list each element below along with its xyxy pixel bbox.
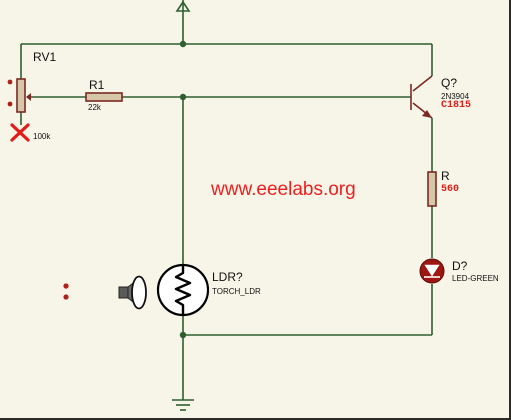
transistor-q[interactable]: [410, 75, 433, 119]
transistor-reference-label: Q?: [441, 76, 458, 90]
wires: [20, 0, 433, 400]
rv1-value-label: 100k: [33, 132, 51, 141]
resistor-r1[interactable]: [85, 92, 123, 102]
r-value-label: 560: [441, 184, 460, 195]
r-reference-label: R: [441, 169, 450, 183]
website-watermark: www.eeelabs.org: [211, 179, 356, 200]
led-d[interactable]: [419, 258, 445, 284]
transistor-alt-value-label: C1815: [441, 100, 472, 111]
potentiometer-rv1[interactable]: [7, 78, 31, 113]
rv1-reference-label: RV1: [33, 50, 57, 64]
unconnected-pin-cross-icon: [10, 123, 30, 142]
led-reference-label: D?: [452, 259, 468, 273]
ldr-value-label: TORCH_LDR: [212, 287, 261, 296]
stray-pin-dots: [63, 283, 69, 300]
led-value-label: LED-GREEN: [452, 274, 499, 283]
ground-icon: [172, 399, 194, 411]
junction-dots: [179, 40, 187, 339]
ldr-reference-label: LDR?: [212, 270, 243, 284]
resistor-r[interactable]: [427, 171, 437, 207]
r1-value-label: 22k: [88, 103, 101, 112]
r1-reference-label: R1: [89, 78, 105, 92]
transistor-value-label: 2N3904: [441, 92, 470, 101]
ldr[interactable]: [156, 263, 210, 317]
power-terminal-arrow-icon: [175, 0, 191, 12]
speaker-icon: [118, 275, 147, 310]
